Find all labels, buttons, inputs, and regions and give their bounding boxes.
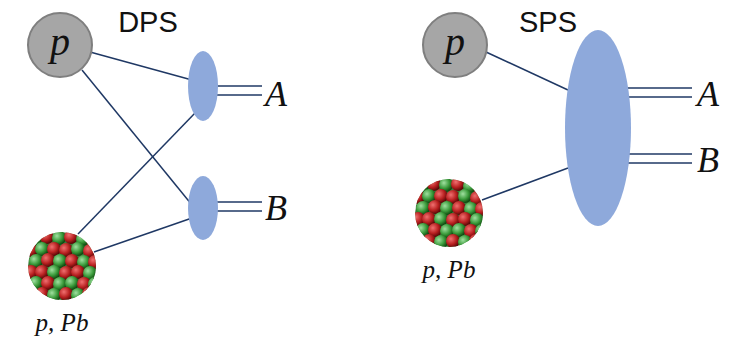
particle-symbol: p: [50, 22, 70, 62]
section-title: DPS: [118, 8, 178, 37]
scatter-blob: [188, 51, 218, 121]
final-state-label: B: [697, 142, 719, 178]
target-label: p, Pb: [36, 309, 89, 337]
scatter-blob: [188, 176, 218, 240]
nucleus-picture: [414, 178, 484, 248]
final-state-label: B: [265, 190, 287, 226]
proton-circle: p: [27, 12, 93, 78]
nucleus-picture: [27, 231, 97, 301]
particle-symbol: p: [445, 22, 465, 62]
nucleus-ball: p, Pb: [412, 178, 486, 284]
hard-scattering-blobs: [188, 30, 631, 240]
scatter-blob: [565, 30, 631, 226]
nucleus-ball: p, Pb: [25, 231, 99, 337]
proton-circle: p: [422, 12, 488, 78]
final-state-label: A: [265, 76, 287, 112]
final-state-label: A: [697, 76, 719, 112]
target-label: p, Pb: [423, 256, 476, 284]
section-title: SPS: [519, 8, 577, 37]
